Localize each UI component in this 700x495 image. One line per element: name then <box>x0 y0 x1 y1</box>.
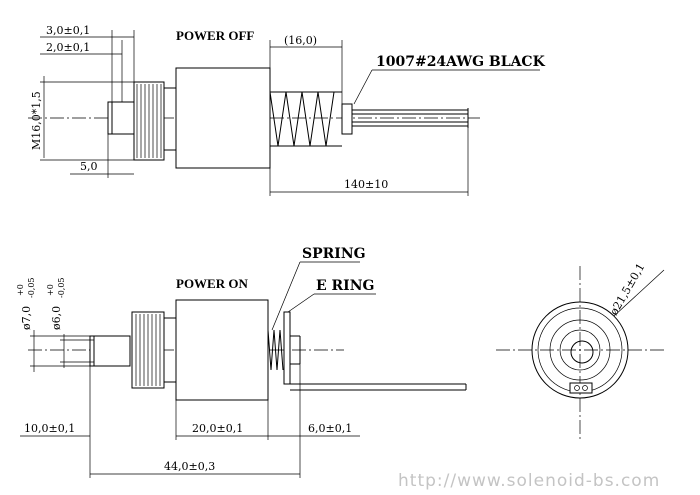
bottom-plunger-pin <box>89 335 131 367</box>
dim-spring-length: (16,0) <box>284 34 317 47</box>
bottom-solenoid-body <box>175 299 269 401</box>
dim-dia-inner: ø6,0 <box>50 306 63 330</box>
e-ring-label: E RING <box>316 278 374 294</box>
state-label-off: POWER OFF <box>176 28 254 43</box>
dim-a: 10,0±0,1 <box>24 422 75 435</box>
end-view: ø21,5±0,1 <box>496 261 665 440</box>
end-plunger-circle <box>570 340 594 364</box>
dim-dia-outer-tol-upper: +0 <box>16 284 25 296</box>
dim-dia-outer: ø7,0 <box>20 306 33 330</box>
dim-c: 6,0±0,1 <box>308 422 352 435</box>
dim-flange-a: 3,0±0,1 <box>46 24 90 37</box>
dim-flange-b: 2,0±0,1 <box>46 41 90 54</box>
end-terminal <box>569 382 593 394</box>
end-outer-circle <box>531 301 629 399</box>
spring-label: SPRING <box>302 246 366 262</box>
dim-thread: M16,0*1,5 <box>30 91 43 150</box>
top-solenoid-body <box>175 67 271 169</box>
dim-b: 20,0±0,1 <box>192 422 243 435</box>
top-view: 3,0±0,1 2,0±0,1 M16,0*1,5 5,0 POWER OFF … <box>28 24 546 196</box>
bottom-e-ring <box>283 311 291 385</box>
bottom-spring <box>267 329 284 371</box>
bottom-view: ø7,0 +0 -0,05 ø6,0 +0 -0,05 POWER ON SPR… <box>16 246 467 478</box>
state-label-on: POWER ON <box>176 276 248 291</box>
top-rear-cap <box>341 103 353 135</box>
dim-end-diameter: ø21,5±0,1 <box>607 261 647 318</box>
dim-pin: 5,0 <box>80 160 98 173</box>
dim-dia-inner-tol-lower: -0,05 <box>57 277 66 298</box>
dim-dia-inner-tol-upper: +0 <box>46 284 55 296</box>
dim-lead: 140±10 <box>344 178 388 191</box>
wire-label: 1007#24AWG BLACK <box>376 54 546 70</box>
watermark: http://www.solenoid-bs.com <box>398 471 660 491</box>
dim-total: 44,0±0,3 <box>164 460 215 473</box>
top-spring <box>269 91 335 147</box>
dim-dia-outer-tol-lower: -0,05 <box>27 277 36 298</box>
